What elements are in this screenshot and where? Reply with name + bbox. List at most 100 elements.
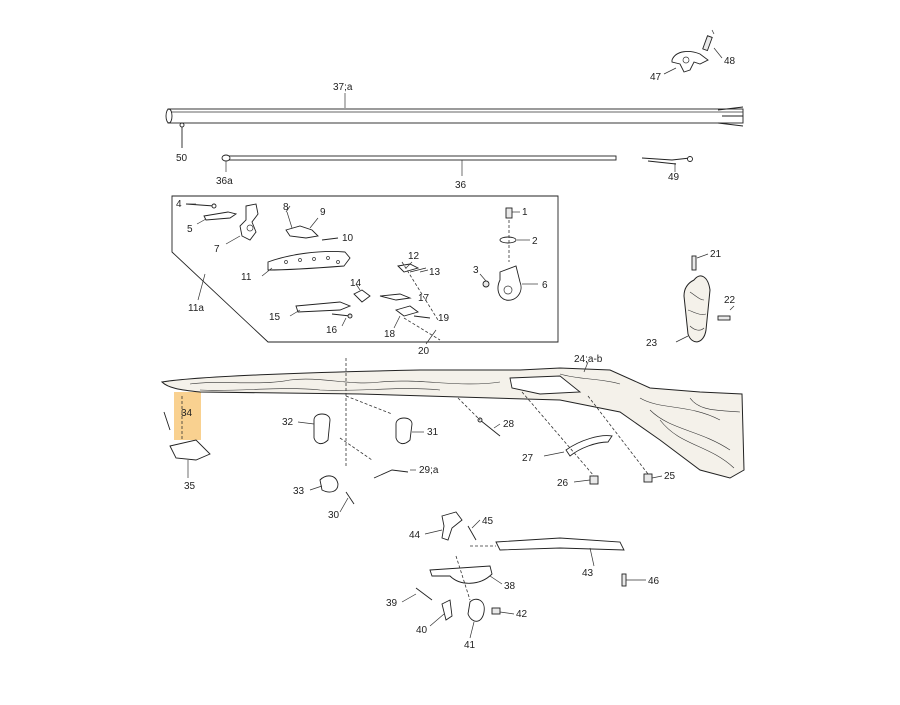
- label-13: 13: [429, 267, 441, 278]
- barrel-part-37[interactable]: [165, 106, 744, 127]
- lock-part-14[interactable]: [353, 289, 371, 303]
- leader-lines: [186, 203, 663, 639]
- label-20: 20: [418, 346, 430, 357]
- label-31: 31: [427, 427, 439, 438]
- label-29: 29;a: [419, 465, 439, 476]
- label-19: 19: [438, 313, 450, 324]
- label-3: 3: [473, 265, 479, 276]
- label-23: 23: [646, 338, 658, 349]
- label-5: 5: [187, 224, 193, 235]
- screw-part-42[interactable]: [491, 607, 501, 615]
- screw-part-22[interactable]: [717, 315, 731, 321]
- label-39: 39: [386, 598, 398, 609]
- label-32: 32: [282, 417, 294, 428]
- label-37: 37;a: [333, 82, 353, 93]
- label-35: 35: [184, 481, 196, 492]
- tumbler-part-6[interactable]: [497, 265, 522, 301]
- spring-part-29[interactable]: [373, 469, 409, 479]
- label-21: 21: [710, 249, 722, 260]
- label-49: 49: [668, 172, 680, 183]
- label-1: 1: [522, 207, 528, 218]
- label-36: 36: [455, 180, 467, 191]
- label-48: 48: [724, 56, 736, 67]
- label-30: 30: [328, 510, 340, 521]
- label-10: 10: [342, 233, 354, 244]
- lock-part-16[interactable]: [331, 313, 353, 319]
- label-11: 11: [241, 272, 252, 283]
- screw-part-46[interactable]: [621, 573, 627, 587]
- spring-part-40[interactable]: [441, 599, 453, 621]
- lock-part-9[interactable]: [285, 225, 319, 239]
- lockplate-part-11[interactable]: [267, 251, 351, 271]
- label-45: 45: [482, 516, 494, 527]
- label-25: 25: [664, 471, 676, 482]
- label-42: 42: [516, 609, 528, 620]
- label-2: 2: [532, 236, 538, 247]
- screw-part-30[interactable]: [345, 491, 355, 505]
- label-15: 15: [269, 312, 281, 323]
- sideplate-part-23[interactable]: [683, 275, 711, 343]
- band-part-31[interactable]: [395, 417, 413, 445]
- pin-part-50[interactable]: [179, 122, 185, 148]
- screw-part-48[interactable]: [702, 29, 715, 52]
- label-50: 50: [176, 153, 188, 164]
- pin-part-39[interactable]: [415, 587, 433, 601]
- screw-part-21[interactable]: [691, 255, 697, 271]
- highlight-part-34[interactable]: [174, 392, 201, 440]
- label-22: 22: [724, 295, 736, 306]
- lock-part-13[interactable]: [409, 267, 427, 273]
- nosecap-part-35[interactable]: [169, 439, 211, 461]
- label-11a: 11a: [188, 303, 204, 314]
- guard-part-38[interactable]: [429, 565, 493, 584]
- swivel-part-33[interactable]: [319, 475, 339, 493]
- stock-part-24[interactable]: [160, 367, 745, 479]
- ramrod-part-36[interactable]: [221, 154, 617, 162]
- lock-inset-frame: [171, 195, 559, 343]
- lock-part-7[interactable]: [239, 203, 259, 241]
- label-34: 34: [181, 408, 193, 419]
- hammer-part-47[interactable]: [671, 51, 709, 73]
- screw-part-25[interactable]: [643, 473, 653, 483]
- mainspring-part-15[interactable]: [295, 301, 352, 313]
- trigger-part-44[interactable]: [441, 511, 463, 541]
- label-46: 46: [648, 576, 660, 587]
- label-27: 27: [522, 453, 534, 464]
- label-47: 47: [650, 72, 662, 83]
- label-38: 38: [504, 581, 516, 592]
- label-24: 24;a-b: [574, 354, 603, 365]
- lock-part-18[interactable]: [395, 305, 419, 317]
- lock-part-3[interactable]: [482, 280, 490, 288]
- triggerguard-part-27[interactable]: [565, 435, 613, 457]
- label-43: 43: [582, 568, 594, 579]
- lock-part-17[interactable]: [379, 293, 412, 301]
- lock-part-10[interactable]: [321, 237, 339, 241]
- label-14: 14: [350, 278, 362, 289]
- pin-part-28[interactable]: [477, 417, 501, 437]
- lock-part-12[interactable]: [397, 263, 420, 273]
- screw-part-34[interactable]: [163, 411, 171, 431]
- triggerplate-part-43[interactable]: [495, 537, 625, 551]
- label-41: 41: [464, 640, 476, 651]
- label-7: 7: [214, 244, 220, 255]
- label-26: 26: [557, 478, 569, 489]
- label-36a: 36a: [216, 176, 233, 187]
- lock-part-19[interactable]: [413, 315, 431, 319]
- label-40: 40: [416, 625, 428, 636]
- label-16: 16: [326, 325, 338, 336]
- lock-part-1[interactable]: [505, 207, 513, 219]
- swivel-part-41[interactable]: [467, 598, 485, 622]
- screw-part-26[interactable]: [589, 475, 599, 485]
- lock-part-2[interactable]: [499, 236, 517, 244]
- band-part-32[interactable]: [313, 413, 331, 445]
- part-labels: 37;a 50 36a 36 49 47 48 4 5 7 8 9 10 11 …: [176, 56, 736, 651]
- lock-part-5[interactable]: [203, 211, 238, 221]
- label-28: 28: [503, 419, 515, 430]
- screw-part-45[interactable]: [467, 525, 477, 541]
- label-33: 33: [293, 486, 305, 497]
- lock-part-4[interactable]: [185, 203, 217, 209]
- label-44: 44: [409, 530, 421, 541]
- wiper-part-49[interactable]: [641, 156, 693, 165]
- label-9: 9: [320, 207, 326, 218]
